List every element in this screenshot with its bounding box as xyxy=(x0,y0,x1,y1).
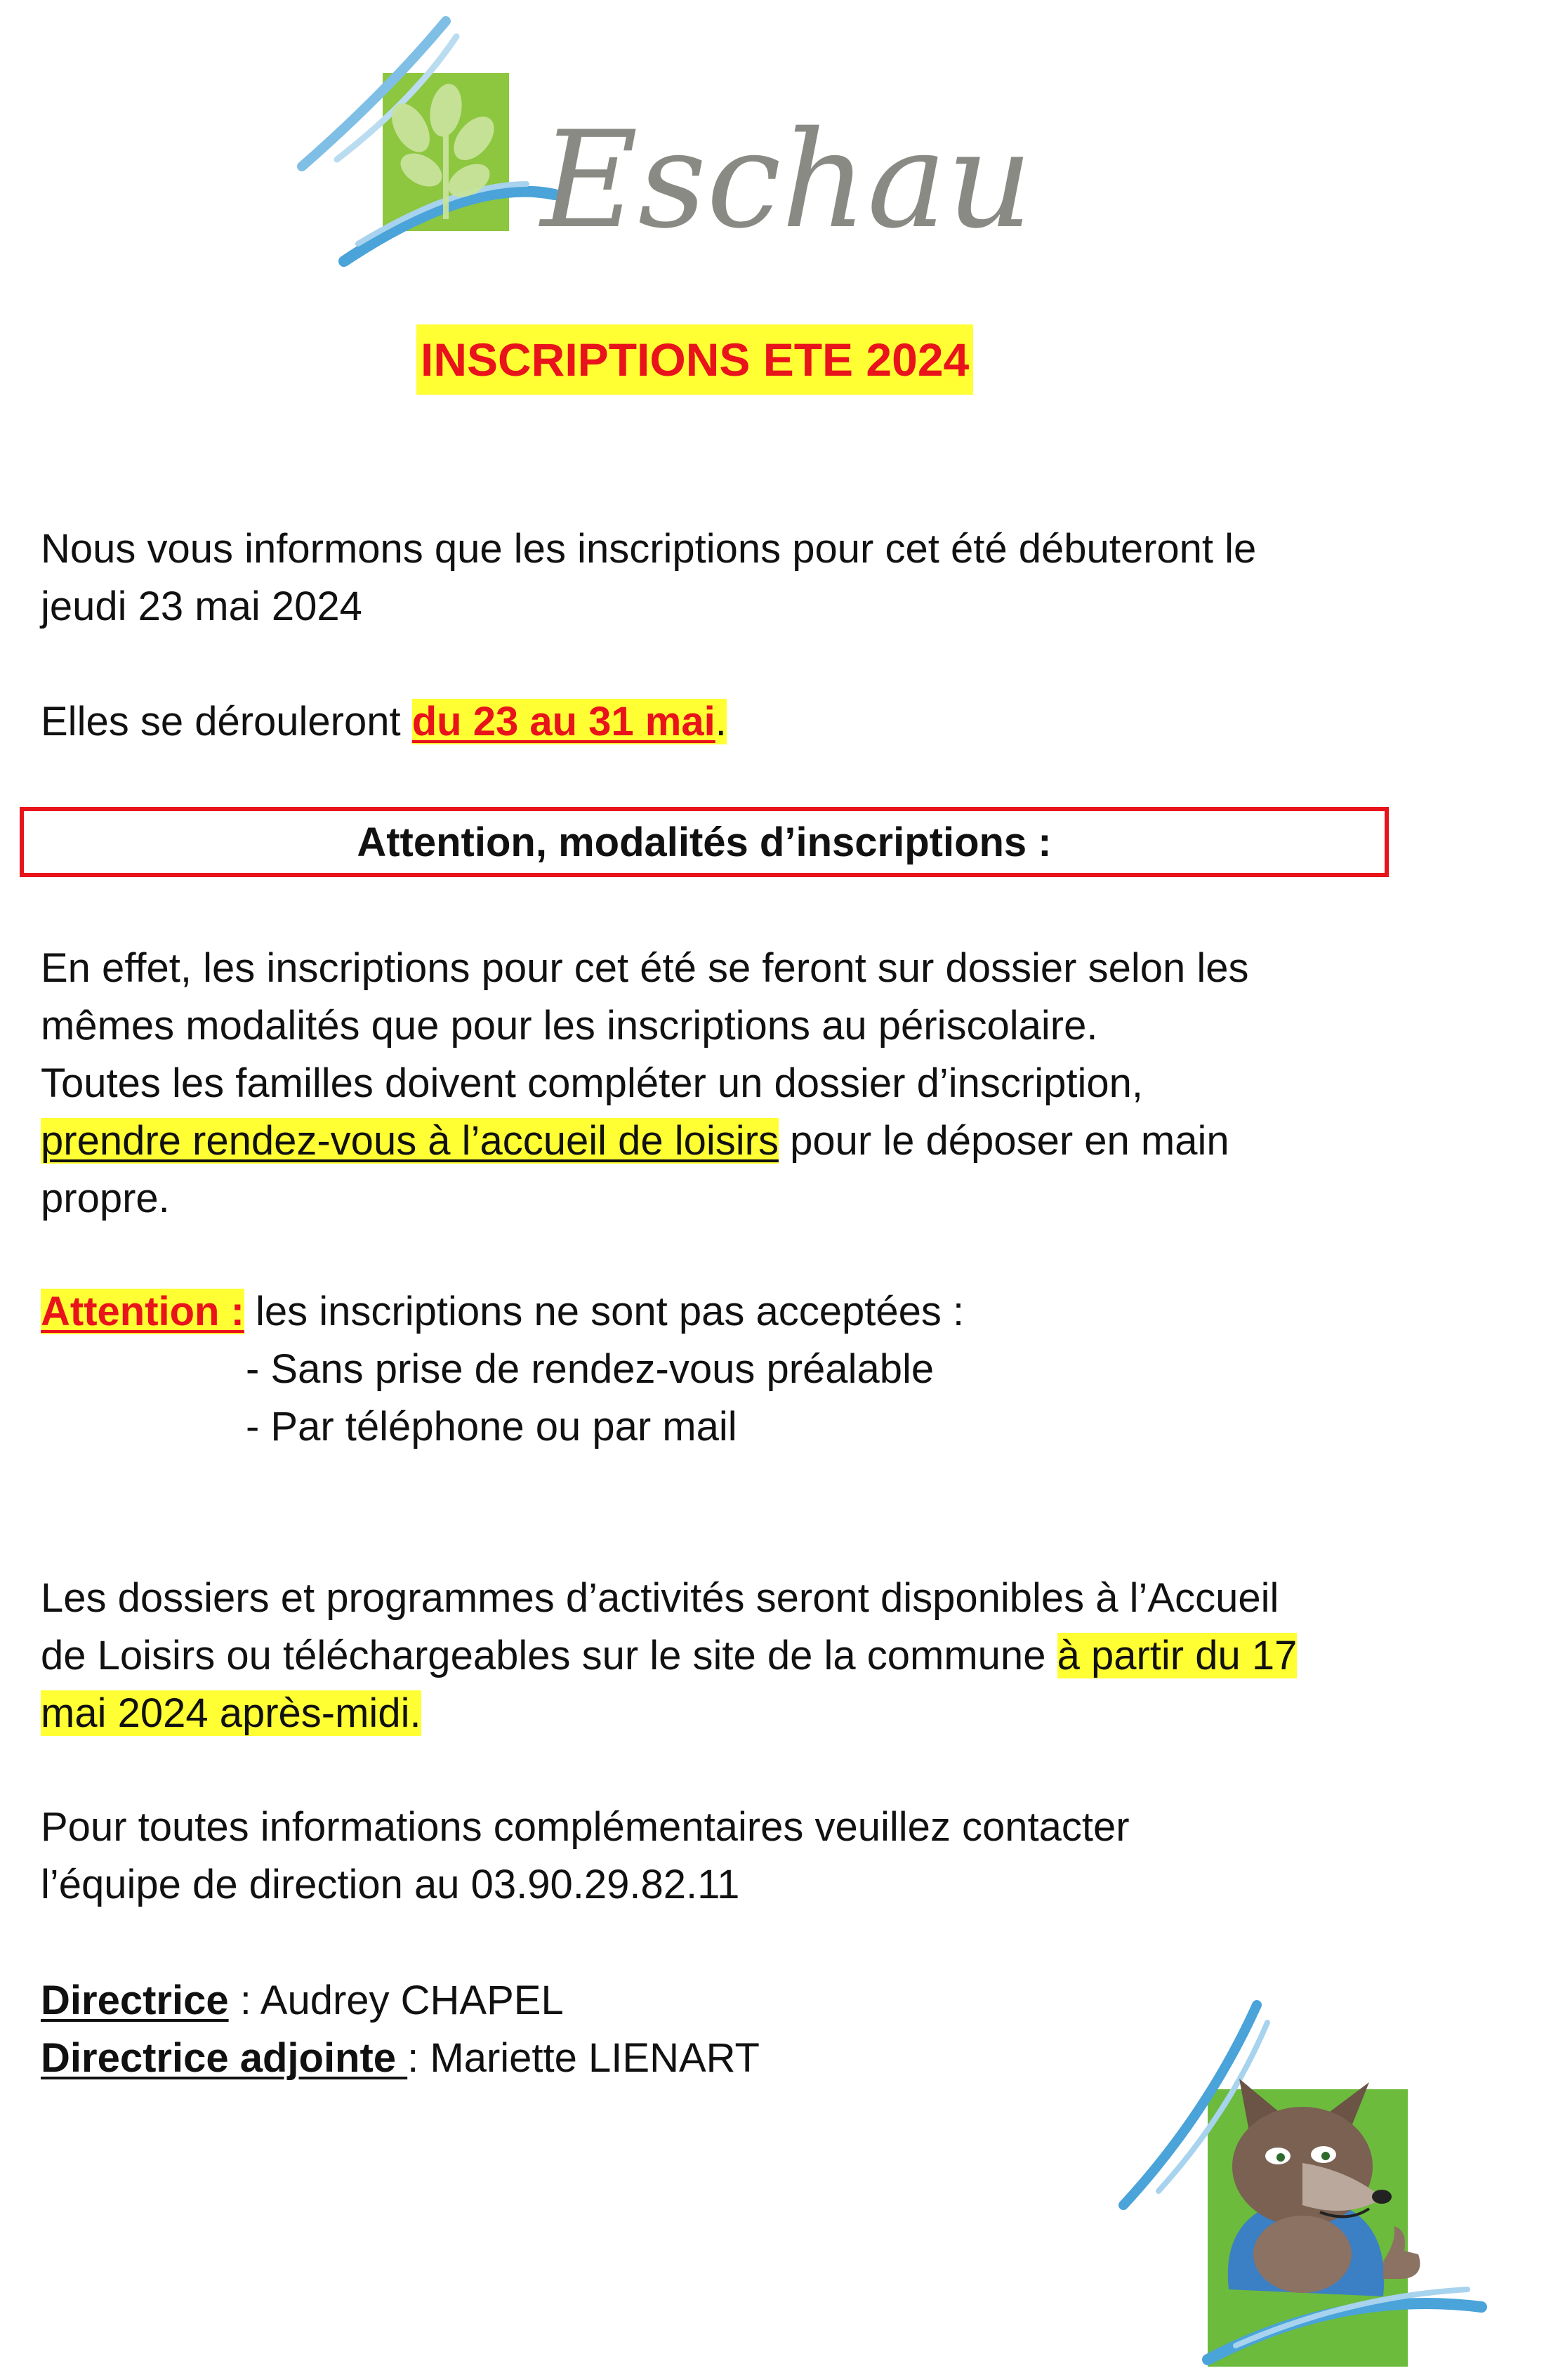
dates-range: du 23 au 31 mai xyxy=(411,699,715,744)
leaf-icon xyxy=(392,84,494,219)
modalities-line-5: propre. xyxy=(41,1176,170,1221)
intro-line-1: Nous vous informons que les inscriptions… xyxy=(41,526,1257,572)
warning-label: Attention : xyxy=(41,1289,244,1334)
modalities-line-3: Toutes les familles doivent compléter un… xyxy=(41,1060,1143,1106)
attention-box: Attention, modalités d’inscriptions : xyxy=(20,807,1389,877)
contact-line-2: l’équipe de direction au 03.90.29.82.11 xyxy=(41,1862,740,1907)
documents-date-highlight-1: à partir du 17 xyxy=(1057,1633,1298,1678)
intro-paragraph: Nous vous informons que les inscriptions… xyxy=(41,520,1403,636)
mascot-blue-swoosh-left-2 xyxy=(1156,2020,1270,2194)
mascot-illustration xyxy=(1118,2000,1487,2367)
dates-suffix: . xyxy=(715,699,727,744)
modalities-line-4-rest: pour le déposer en main xyxy=(778,1118,1229,1164)
documents-paragraph: Les dossiers et programmes d’activités s… xyxy=(41,1570,1403,1742)
dates-prefix: Elles se dérouleront xyxy=(41,699,412,744)
attention-box-text: Attention, modalités d’inscriptions : xyxy=(357,819,1052,865)
modalities-line-2: mêmes modalités que pour les inscription… xyxy=(41,1003,1098,1048)
modalities-line-1: En effet, les inscriptions pour cet été … xyxy=(41,945,1249,991)
wolf-icon xyxy=(1227,2079,1420,2296)
intro-line-2: jeudi 23 mai 2024 xyxy=(41,584,362,629)
warning-paragraph: Attention : les inscriptions ne sont pas… xyxy=(41,1283,1403,1341)
director-name: : Audrey CHAPEL xyxy=(228,1978,564,2023)
director-label: Directrice xyxy=(41,1978,229,2023)
documents-line-2: de Loisirs ou téléchargeables sur le sit… xyxy=(41,1633,1057,1678)
documents-date-highlight-2: mai 2024 après-midi. xyxy=(41,1690,421,1736)
logo-text: Eschau xyxy=(539,103,1033,258)
mascot-blue-swoosh-bottom-2 xyxy=(1233,2287,1470,2348)
logo-blue-swoosh-top xyxy=(297,16,451,171)
page-title: INSCRIPTIONS ETE 2024 xyxy=(416,324,974,395)
staff-paragraph: Directrice : Audrey CHAPEL Directrice ad… xyxy=(41,1972,1403,2087)
modalities-paragraph: En effet, les inscriptions pour cet été … xyxy=(41,940,1403,1228)
logo-blue-swoosh-bottom xyxy=(338,185,560,267)
contact-paragraph: Pour toutes informations complémentaires… xyxy=(41,1799,1403,1914)
warning-text: les inscriptions ne sont pas acceptées : xyxy=(244,1289,965,1334)
warning-item-1: - Sans prise de rendez-vous préalable xyxy=(246,1346,935,1392)
eschau-logo: Eschau xyxy=(297,16,1033,267)
warning-item-2: - Par téléphone ou par mail xyxy=(246,1404,737,1449)
logo-blue-swoosh-top-2 xyxy=(334,33,460,163)
logo-blue-swoosh-bottom-2 xyxy=(355,181,529,246)
documents-line-1: Les dossiers et programmes d’activités s… xyxy=(41,1575,1279,1621)
dates-paragraph: Elles se dérouleront du 23 au 31 mai. xyxy=(41,693,1403,751)
mascot-blue-swoosh-left xyxy=(1118,2000,1262,2210)
deputy-label: Directrice adjointe xyxy=(41,2035,408,2081)
deputy-name: : Mariette LIENART xyxy=(407,2035,760,2081)
contact-line-1: Pour toutes informations complémentaires… xyxy=(41,1804,1130,1850)
modalities-highlight: prendre rendez-vous à l’accueil de loisi… xyxy=(41,1118,779,1164)
